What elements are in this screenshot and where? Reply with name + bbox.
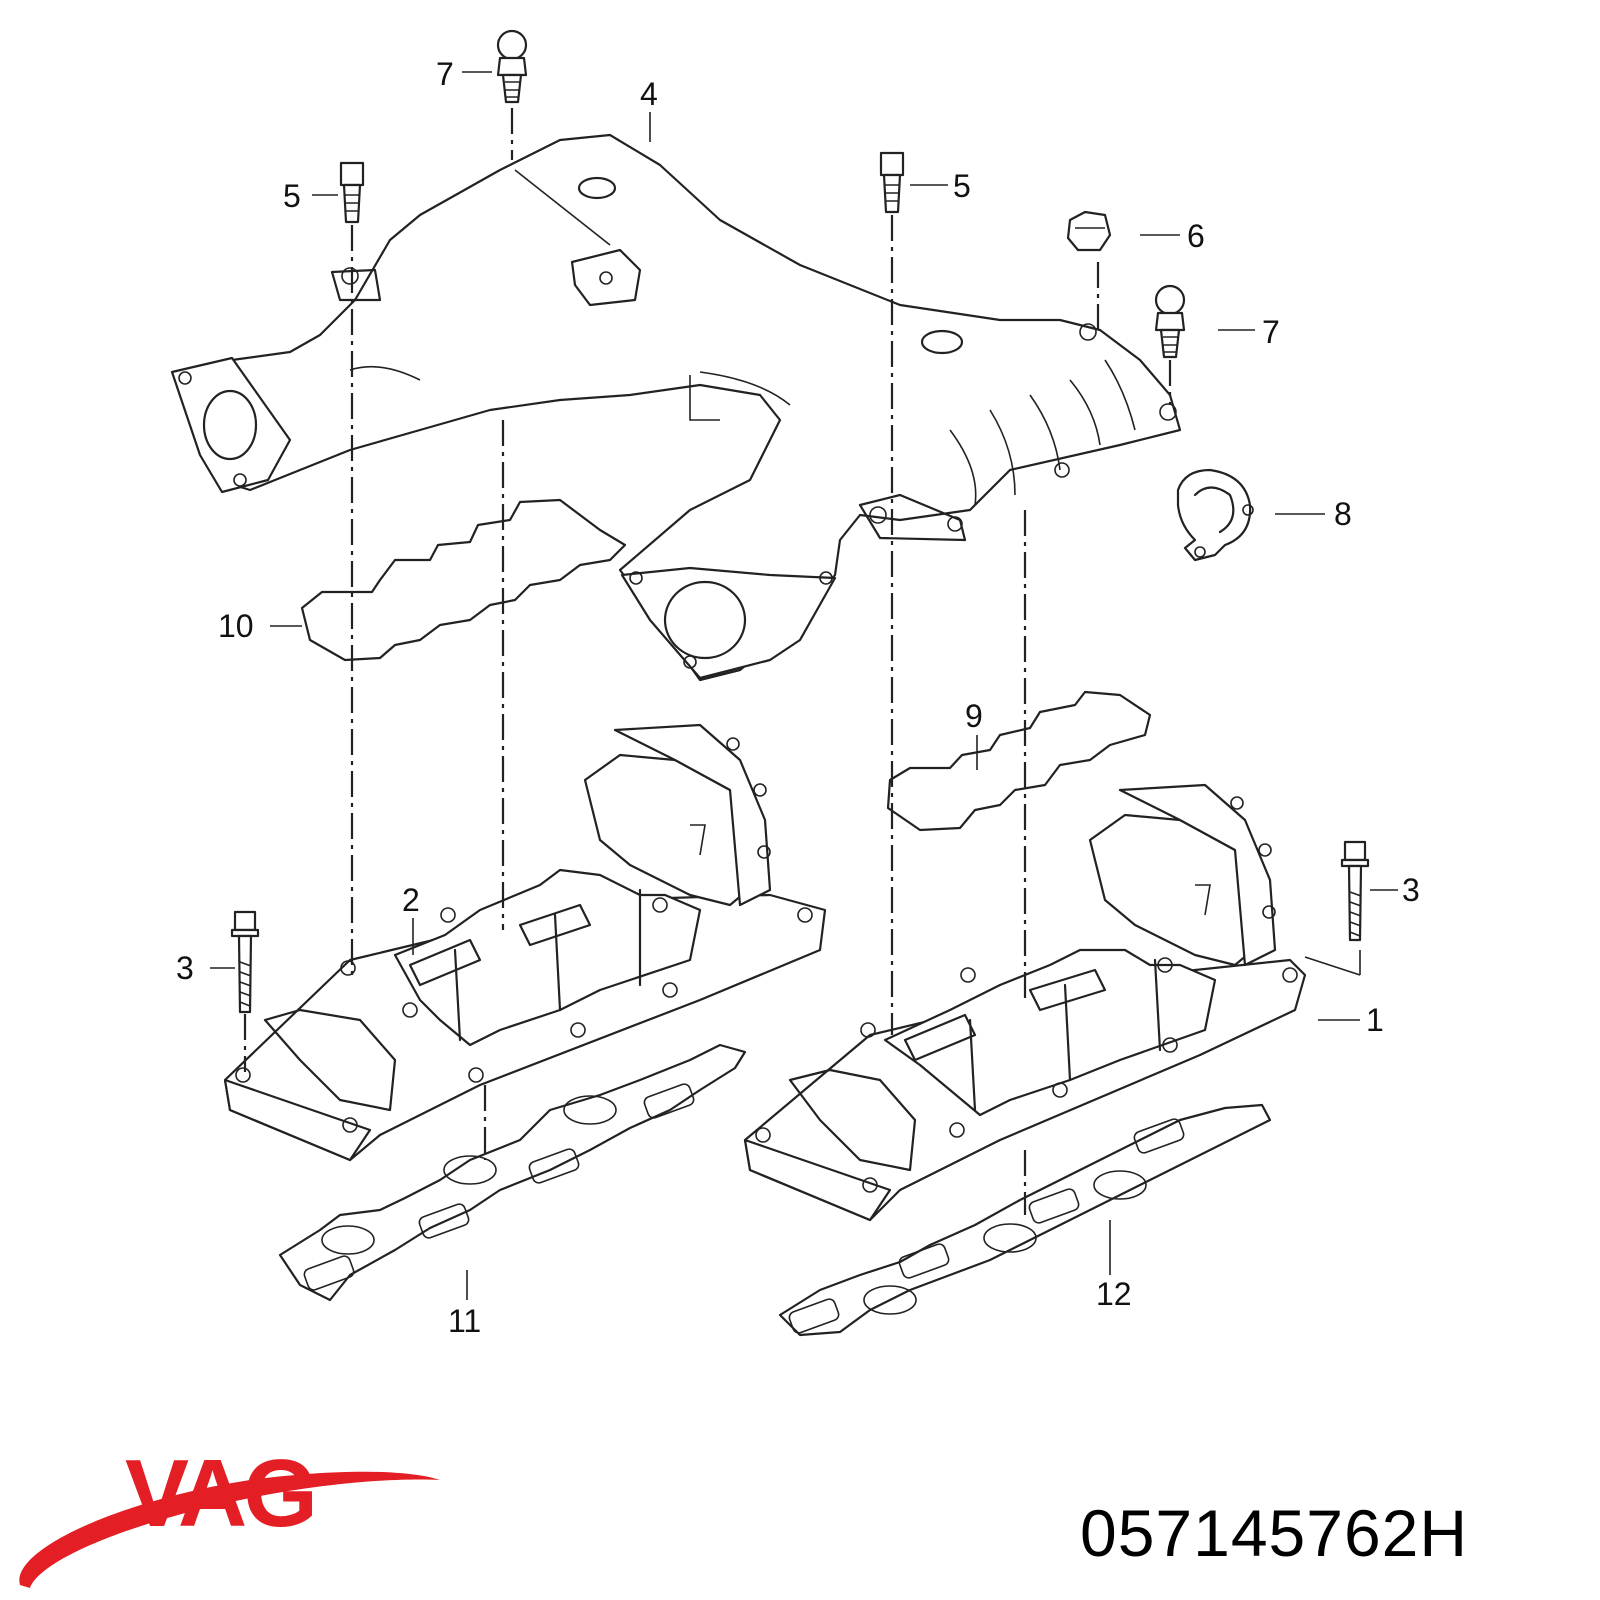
vag-logo: VAG: [19, 1440, 440, 1588]
stud-7-right: [1154, 284, 1186, 359]
bolt-3-right: [1340, 840, 1370, 942]
bolt-3-left: [230, 910, 260, 1014]
callout-6: 6: [1187, 218, 1205, 254]
callout-leaders: [210, 71, 1398, 1300]
plug-6: [1066, 210, 1112, 252]
callout-10: 10: [218, 608, 254, 644]
callout-3-right: 3: [1402, 872, 1420, 908]
gasket-9: [886, 690, 1152, 832]
bolt-5-left: [339, 161, 365, 224]
callout-11: 12: [1096, 1276, 1132, 1312]
callout-4: 4: [640, 76, 658, 112]
part-number: 057145762H: [1080, 1496, 1469, 1570]
callout-2: 2: [402, 882, 420, 918]
lower-manifold-left: [223, 723, 827, 1162]
bolt-5-right: [879, 151, 905, 214]
gasket-12: [278, 1043, 747, 1302]
stud-7-top: [496, 29, 528, 104]
callout-1: 1: [1366, 1002, 1384, 1038]
callout-9: 9: [965, 698, 983, 734]
callout-12: 11: [448, 1303, 482, 1339]
gasket-10: [300, 498, 627, 662]
callout-8: 8: [1334, 496, 1352, 532]
callout-3-left: 3: [176, 950, 194, 986]
callout-5-left: 5: [283, 178, 301, 214]
logo-swoosh: [19, 1471, 440, 1588]
gasket-11: [778, 1103, 1272, 1337]
callout-7-right: 7: [1262, 314, 1280, 350]
logo-text: VAG: [125, 1440, 314, 1547]
callout-7-top: 7: [436, 56, 454, 92]
clamp-8: [1176, 468, 1254, 562]
lower-manifold-right: [743, 783, 1307, 1222]
callout-5-right: 5: [953, 168, 971, 204]
intake-manifold-upper: [170, 133, 1182, 682]
alignment-lines: [243, 108, 1172, 1215]
